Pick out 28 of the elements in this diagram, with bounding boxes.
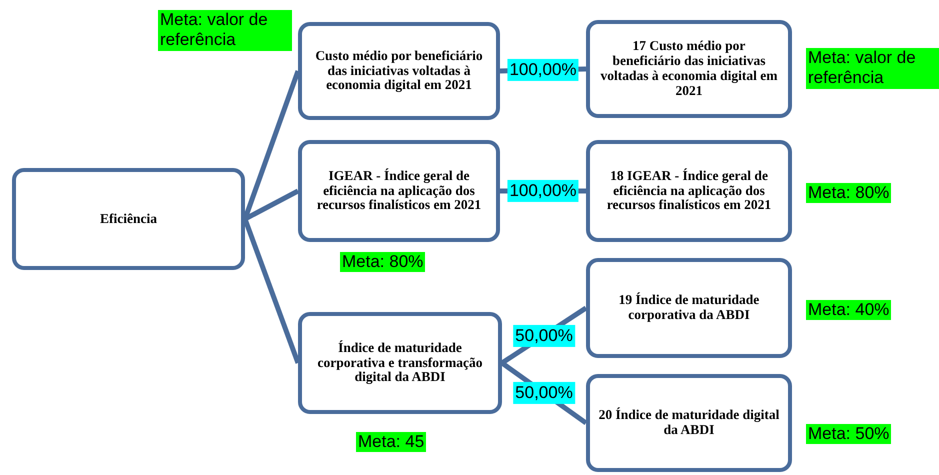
target-note: Meta: valor de referência [158, 10, 292, 51]
process-box [298, 22, 500, 120]
edge-label: 50,00% [513, 324, 575, 347]
edge-label: 100,00% [507, 180, 579, 202]
target-note: Meta: valor de referência [806, 48, 939, 89]
process-box [298, 312, 502, 414]
node-text: 18 IGEAR - Índice geral de eficiência na aplicação dos recursos finalísticos em 2021 [606, 168, 772, 214]
node-text: 17 Custo médio por beneficiário das iniciativas voltadas à economia digital em 2021 [600, 39, 778, 99]
process-box [586, 374, 792, 472]
process-box [586, 20, 792, 118]
edge-label: 100,00% [507, 58, 579, 82]
edge-label: 50,00% [513, 382, 575, 404]
process-box [586, 140, 792, 242]
target-note: Meta: 50% [806, 424, 892, 444]
node-text: Custo médio por beneficiário das iniciativas voltadas à economia digital em 2021 [314, 48, 484, 94]
target-note: Meta: 40% [806, 300, 892, 320]
node-text: Eficiência [100, 212, 157, 226]
node-text: Índice de maturidade corporativa e transformação digital da ABDI [316, 340, 484, 386]
process-box [298, 140, 500, 242]
target-note: Meta: 45 [356, 432, 426, 452]
target-note: Meta: 80% [806, 183, 892, 204]
node-text: 19 Índice de maturidade corporativa da ABDI [618, 293, 760, 323]
target-note: Meta: 80% [340, 252, 426, 272]
process-box [12, 168, 245, 270]
connector-line [242, 218, 300, 364]
node-text: 20 Índice de maturidade digital da ABDI [598, 408, 780, 438]
process-box [586, 258, 792, 358]
node-text: IGEAR - Índice geral de eficiência na aplicação dos recursos finalísticos em 2021 [316, 168, 482, 214]
